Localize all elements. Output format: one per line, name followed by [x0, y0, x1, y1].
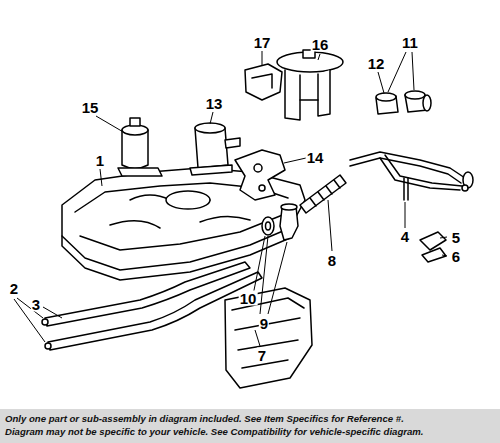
- filler-hose: [300, 175, 346, 213]
- leader-lines: [14, 51, 447, 346]
- callout-number: 10: [239, 291, 258, 306]
- callout-number: 5: [451, 230, 461, 245]
- callout-number: 7: [257, 348, 267, 363]
- fuel-sender: [277, 50, 343, 120]
- pipe-clamp: [420, 232, 446, 250]
- callout-number: 9: [259, 316, 269, 331]
- footer-bar: Only one part or sub-assembly in diagram…: [0, 409, 500, 443]
- fuel-filter: [190, 123, 240, 175]
- callout-number: 6: [451, 249, 461, 264]
- callout-number: 8: [327, 253, 337, 268]
- callout-number: 16: [311, 37, 330, 52]
- pipe-bracket: [422, 248, 446, 262]
- sender-gauge: [245, 64, 282, 100]
- grommet: [262, 217, 274, 235]
- callout-number: 15: [81, 100, 100, 115]
- pump-bracket: [235, 150, 285, 200]
- callout-number: 3: [31, 297, 41, 312]
- callout-number: 17: [253, 35, 272, 50]
- callout-number: 1: [95, 153, 105, 168]
- callout-number: 11: [401, 35, 419, 50]
- footer-note: Diagram may not be specific to your vehi…: [5, 426, 495, 439]
- footer-note: Only one part or sub-assembly in diagram…: [5, 413, 495, 426]
- check-valve: [280, 206, 298, 240]
- callout-number: 12: [367, 56, 386, 71]
- filler-cap: [376, 91, 431, 114]
- callout-number: 4: [400, 229, 410, 244]
- callout-number: 2: [9, 281, 19, 296]
- heat-shield: [225, 288, 312, 388]
- filler-pipe: [350, 152, 473, 200]
- callout-number: 14: [306, 150, 325, 165]
- fuel-pump: [118, 118, 162, 176]
- callout-number: 13: [205, 96, 224, 111]
